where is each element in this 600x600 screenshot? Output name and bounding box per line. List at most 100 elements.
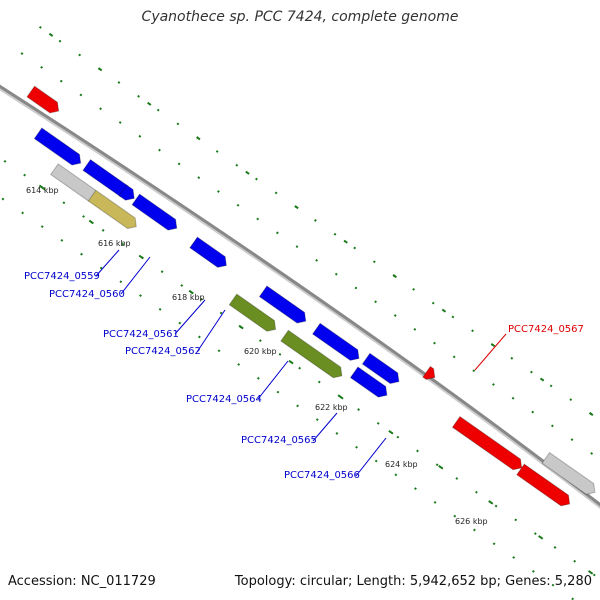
ruler-tick-major — [338, 394, 344, 400]
ruler-tick-minor — [255, 177, 258, 181]
gene-label-leader — [312, 412, 338, 442]
ruler-tick-minor — [180, 284, 184, 287]
ruler-label: 620 kbp — [244, 347, 277, 356]
ruler-tick-major — [488, 500, 494, 505]
ruler-tick-minor — [40, 225, 44, 229]
ruler-tick-minor — [531, 410, 535, 414]
map-title: Cyanothece sp. PCC 7424, complete genome — [141, 9, 459, 25]
ruler-tick-major — [288, 359, 294, 365]
ruler-tick-minor — [473, 528, 476, 532]
ruler-tick-minor — [60, 239, 64, 242]
ruler-label: 618 kbp — [172, 293, 205, 302]
ruler-tick-minor — [372, 260, 376, 264]
ruler-tick-minor — [219, 311, 223, 315]
ruler-tick-minor — [256, 376, 260, 380]
gene-label-leader — [196, 309, 226, 353]
ruler-label: 626 kbp — [455, 517, 488, 526]
ruler-tick-minor — [353, 246, 357, 250]
ruler-tick-minor — [530, 370, 533, 374]
ruler-tick-major — [138, 254, 144, 260]
ruler-tick-minor — [217, 349, 221, 353]
ruler-tick-minor — [413, 327, 417, 331]
ruler-tick-minor — [1, 197, 5, 201]
ruler-tick-minor — [99, 266, 103, 270]
ruler-tick-major — [388, 429, 394, 435]
ruler-tick-minor — [235, 163, 239, 167]
gene-arrow-khaki — [87, 189, 137, 230]
ruler-tick-minor — [514, 518, 518, 522]
gene-arrow — [311, 322, 360, 361]
ruler-tick-minor — [315, 418, 319, 422]
ruler-tick-minor — [475, 490, 478, 494]
ruler-tick-minor — [58, 39, 62, 43]
ruler-tick-minor — [573, 559, 577, 563]
ruler-tick-minor — [158, 307, 162, 311]
ruler-tick-major — [245, 170, 250, 175]
ruler-label: 614 kbp — [26, 186, 59, 195]
ruler-tick-minor — [298, 366, 302, 370]
ruler-tick-major — [441, 308, 447, 313]
ruler-tick-minor — [396, 435, 400, 439]
ruler-tick-minor — [570, 438, 574, 442]
gene-label: PCC7424_0564 — [186, 394, 262, 405]
ruler-tick-minor — [317, 380, 321, 384]
ruler-tick-minor — [198, 335, 201, 339]
ruler-tick-major — [587, 570, 594, 575]
ruler-tick-minor — [215, 150, 219, 153]
ruler-tick-minor — [258, 339, 262, 343]
ruler-tick-minor — [433, 500, 437, 504]
ruler-tick-minor — [393, 314, 397, 317]
ruler-tick-major — [438, 465, 444, 470]
ruler-tick-minor — [550, 424, 554, 428]
ruler-tick-minor — [492, 383, 495, 386]
ruler-tick-minor — [137, 94, 140, 98]
ruler-tick-minor — [433, 341, 436, 345]
gene-label-leader — [120, 256, 151, 295]
ruler-tick-minor — [117, 81, 121, 84]
ruler-tick-minor — [592, 573, 596, 577]
gene-label-leader — [474, 333, 507, 371]
ruler-tick-minor — [335, 432, 339, 435]
ruler-tick-minor — [101, 228, 105, 232]
gene-label: PCC7424_0560 — [49, 289, 125, 300]
ruler-tick-minor — [492, 542, 496, 546]
ruler-tick-minor — [296, 404, 300, 408]
ruler-tick-major — [294, 205, 299, 210]
gene-label: PCC7424_0565 — [241, 435, 317, 446]
ruler-tick-major — [196, 136, 201, 141]
ruler-tick-minor — [453, 514, 457, 518]
ruler-tick-minor — [160, 270, 164, 274]
accession-text: Accession: NC_011729 — [8, 574, 156, 589]
ruler-tick-minor — [176, 122, 180, 126]
ruler-tick-minor — [21, 211, 24, 215]
ruler-tick-minor — [62, 201, 66, 205]
gene-arrow — [361, 352, 400, 385]
ruler-tick-minor — [178, 321, 182, 325]
gene-arrow-olive — [228, 293, 277, 332]
ruler-tick-major — [147, 101, 152, 106]
ruler-tick-minor — [512, 556, 516, 559]
gene-label-leader — [174, 299, 206, 335]
ruler-tick-minor — [295, 245, 299, 249]
gene-arrow-red — [516, 463, 571, 507]
gene-arrow — [349, 366, 388, 398]
ruler-tick-major — [188, 289, 194, 295]
ruler-tick-minor — [139, 294, 142, 297]
ruler-tick-minor — [237, 363, 241, 366]
ruler-tick-minor — [236, 203, 240, 207]
gene-label: PCC7424_0562 — [125, 346, 201, 357]
gene-arrow-gray — [541, 451, 596, 495]
ruler-tick-minor — [138, 134, 142, 138]
topology-text: Topology: circular; Length: 5,942,652 bp… — [234, 574, 592, 589]
ruler-tick-major — [589, 412, 594, 416]
ruler-tick-minor — [414, 487, 417, 490]
ruler-tick-minor — [276, 390, 280, 394]
ruler-tick-minor — [20, 52, 24, 55]
gene-arrow-red — [422, 365, 436, 380]
ruler-tick-minor — [334, 272, 338, 276]
gene-arrow — [189, 236, 227, 268]
ruler-tick-major — [490, 343, 496, 348]
ruler-tick-minor — [510, 356, 514, 360]
ruler-tick-minor — [82, 215, 85, 218]
